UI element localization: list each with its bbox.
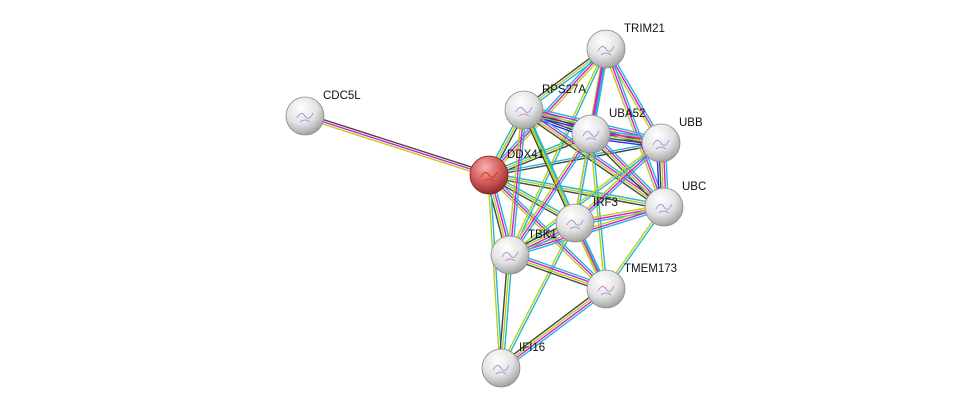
edge-IRF3-IFI16[interactable] (499, 222, 577, 369)
edge-line-database (510, 49, 608, 256)
protein-structure-icon (566, 219, 584, 230)
node-irf3[interactable]: IRF3 (555, 197, 618, 243)
edge-line-textmining (603, 49, 663, 208)
protein-structure-icon (655, 203, 673, 214)
edge-line-database (607, 48, 667, 207)
node-ifi16[interactable]: IFI16 (481, 342, 545, 388)
edge-CDC5L-DDX41[interactable] (304, 113, 490, 178)
node-label: UBC (682, 181, 706, 193)
edge-line-experiments (605, 48, 665, 208)
edge-line-experiments (304, 115, 490, 176)
node-label: UBB (679, 117, 703, 129)
node-ubb[interactable]: UBB (641, 117, 703, 163)
edge-TMEM173-IFI16[interactable] (498, 285, 609, 372)
edge-line-textmining (508, 48, 606, 255)
edge-line-experiments (488, 48, 607, 176)
edge-line-database (489, 172, 665, 206)
node-ddx41[interactable]: DDX41 (469, 149, 544, 195)
edge-line-coexpression (498, 285, 605, 366)
node-label: TMEM173 (624, 263, 677, 275)
node-tbk1[interactable]: TBK1 (490, 229, 557, 275)
edge-RPS27A-TMEM173[interactable] (522, 109, 608, 290)
protein-structure-icon (515, 106, 533, 117)
node-label: DDX41 (507, 149, 544, 161)
edge-line-textmining (573, 140, 660, 222)
edge-UBB-TBK1[interactable] (508, 141, 663, 257)
node-rps27a[interactable]: RPS27A (504, 84, 586, 130)
edge-line-database (502, 291, 609, 372)
edge-line-database (511, 134, 594, 257)
node-uba52[interactable]: UBA52 (571, 108, 645, 154)
protein-structure-icon (501, 251, 519, 262)
protein-structure-icon (597, 285, 615, 296)
node-cdc5l[interactable]: CDC5L (285, 90, 361, 136)
edge-TRIM21-UBC[interactable] (603, 48, 667, 208)
edge-RPS27A-TBK1[interactable] (507, 109, 527, 256)
edge-line-textmining (499, 222, 575, 368)
edge-UBA52-TMEM173[interactable] (589, 133, 608, 290)
edge-line-database (490, 172, 609, 288)
edge-line-experiments (488, 174, 607, 290)
node-trim21[interactable]: TRIM21 (586, 23, 665, 69)
edge-UBB-IRF3[interactable] (573, 140, 663, 226)
protein-structure-icon (597, 45, 615, 56)
edge-line-experiments (509, 109, 525, 256)
node-label: TRIM21 (624, 23, 665, 35)
edge-line-textmining (499, 287, 606, 368)
edge-line-experiments (501, 289, 608, 370)
protein-structure-icon (582, 130, 600, 141)
edge-line-textmining (522, 110, 606, 290)
protein-structure-icon (492, 364, 510, 375)
protein-structure-icon (652, 139, 670, 150)
edge-line-textmining (589, 134, 606, 290)
edge-line-textmining (522, 110, 664, 209)
node-label: CDC5L (323, 90, 361, 102)
node-label: TBK1 (528, 229, 557, 241)
node-label: IFI16 (519, 342, 545, 354)
edge-DDX41-IFI16[interactable] (487, 174, 503, 369)
edge-line-database (524, 109, 608, 289)
node-label: IRF3 (593, 197, 618, 209)
edge-line-experiments (574, 142, 662, 224)
edge-line-textmining (507, 109, 523, 255)
edge-line-database (510, 143, 663, 257)
edge-line-coexpression (305, 113, 490, 174)
node-tmem173[interactable]: TMEM173 (586, 263, 677, 309)
edge-line-textmining (508, 141, 661, 255)
edge-line-database (511, 110, 527, 256)
edge-line-experiments (509, 133, 592, 256)
edge-line-textmining (488, 174, 665, 208)
edge-line-textmining (304, 117, 489, 178)
edge-DDX41-UBC[interactable] (488, 172, 665, 210)
node-ubc[interactable]: UBC (644, 181, 706, 227)
edge-line-coexpression (488, 176, 664, 210)
edge-line-textmining (507, 132, 590, 255)
edge-line-textmining (487, 175, 501, 369)
edge-TRIM21-TBK1[interactable] (508, 48, 608, 256)
edge-line-database (525, 106, 667, 205)
edge-line-database (501, 223, 577, 369)
edge-line-database (489, 174, 503, 368)
protein-structure-icon (480, 171, 498, 182)
edge-line-coexpression (521, 110, 574, 225)
edge-line-database (591, 133, 608, 289)
node-label: RPS27A (542, 84, 586, 96)
edge-UBA52-TBK1[interactable] (507, 132, 594, 257)
protein-structure-icon (296, 112, 314, 123)
edge-line-database (576, 144, 663, 226)
node-label: UBA52 (609, 108, 645, 120)
